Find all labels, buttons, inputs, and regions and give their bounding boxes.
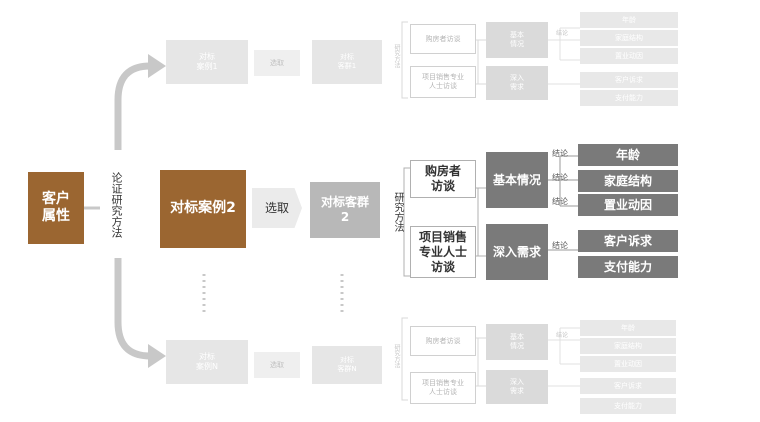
result-1-4: 客户诉求 [580,72,678,88]
method-1b: 项目销售专业 人士访谈 [410,66,476,98]
group-2: 对标客群 2 [310,182,380,238]
result-2-5: 支付能力 [578,256,678,278]
conclusion-1: 结论 [556,30,569,37]
conclusion-2a: 结论 [552,149,568,158]
result-2-4: 客户诉求 [578,230,678,252]
result-n-2: 家庭结构 [580,338,676,354]
content-2a: 基本情况 [486,152,548,208]
method-nb: 项目销售专业 人士访谈 [410,372,476,404]
method-2b: 项目销售 专业人士 访谈 [410,226,476,278]
select-arrow-1: 选取 [254,50,300,76]
method-1a: 购房者访谈 [410,24,476,54]
case-n: 对标 案例N [166,340,248,384]
case-1: 对标 案例1 [166,40,248,84]
select-arrow-2: 选取 [252,188,302,228]
root-customer-attributes: 客户 属性 [28,172,84,244]
result-2-3: 置业动因 [578,194,678,216]
research-label-1: 研究方法 [393,44,400,68]
content-na: 基本 情况 [486,324,548,360]
result-n-1: 年龄 [580,320,676,336]
method-2a: 购房者 访谈 [410,160,476,198]
result-1-1: 年龄 [580,12,678,28]
content-2b: 深入需求 [486,224,548,280]
conclusion-2d: 结论 [552,241,568,250]
research-label-2: 研究方法 [392,192,403,232]
result-n-3: 置业动因 [580,356,676,372]
content-1a: 基本 情况 [486,22,548,58]
content-nb: 深入 需求 [486,370,548,404]
method-na: 购房者访谈 [410,326,476,356]
result-1-5: 支付能力 [580,90,678,106]
case-2: 对标案例2 [160,170,246,248]
result-1-3: 置业动因 [580,48,678,64]
content-1b: 深入 需求 [486,66,548,100]
group-1: 对标 客群1 [312,40,382,84]
result-1-2: 家庭结构 [580,30,678,46]
result-2-1: 年龄 [578,144,678,166]
result-n-5: 支付能力 [580,398,676,414]
select-arrow-n: 选取 [254,352,300,378]
research-label-n: 研究方法 [393,344,400,368]
group-n: 对标 客群N [312,346,382,384]
result-2-2: 家庭结构 [578,170,678,192]
result-n-4: 客户诉求 [580,378,676,394]
conclusion-n: 结论 [556,332,569,339]
method-label: 论证研究方法 [108,170,124,240]
conclusion-2b: 结论 [552,173,568,182]
conclusion-2c: 结论 [552,197,568,206]
